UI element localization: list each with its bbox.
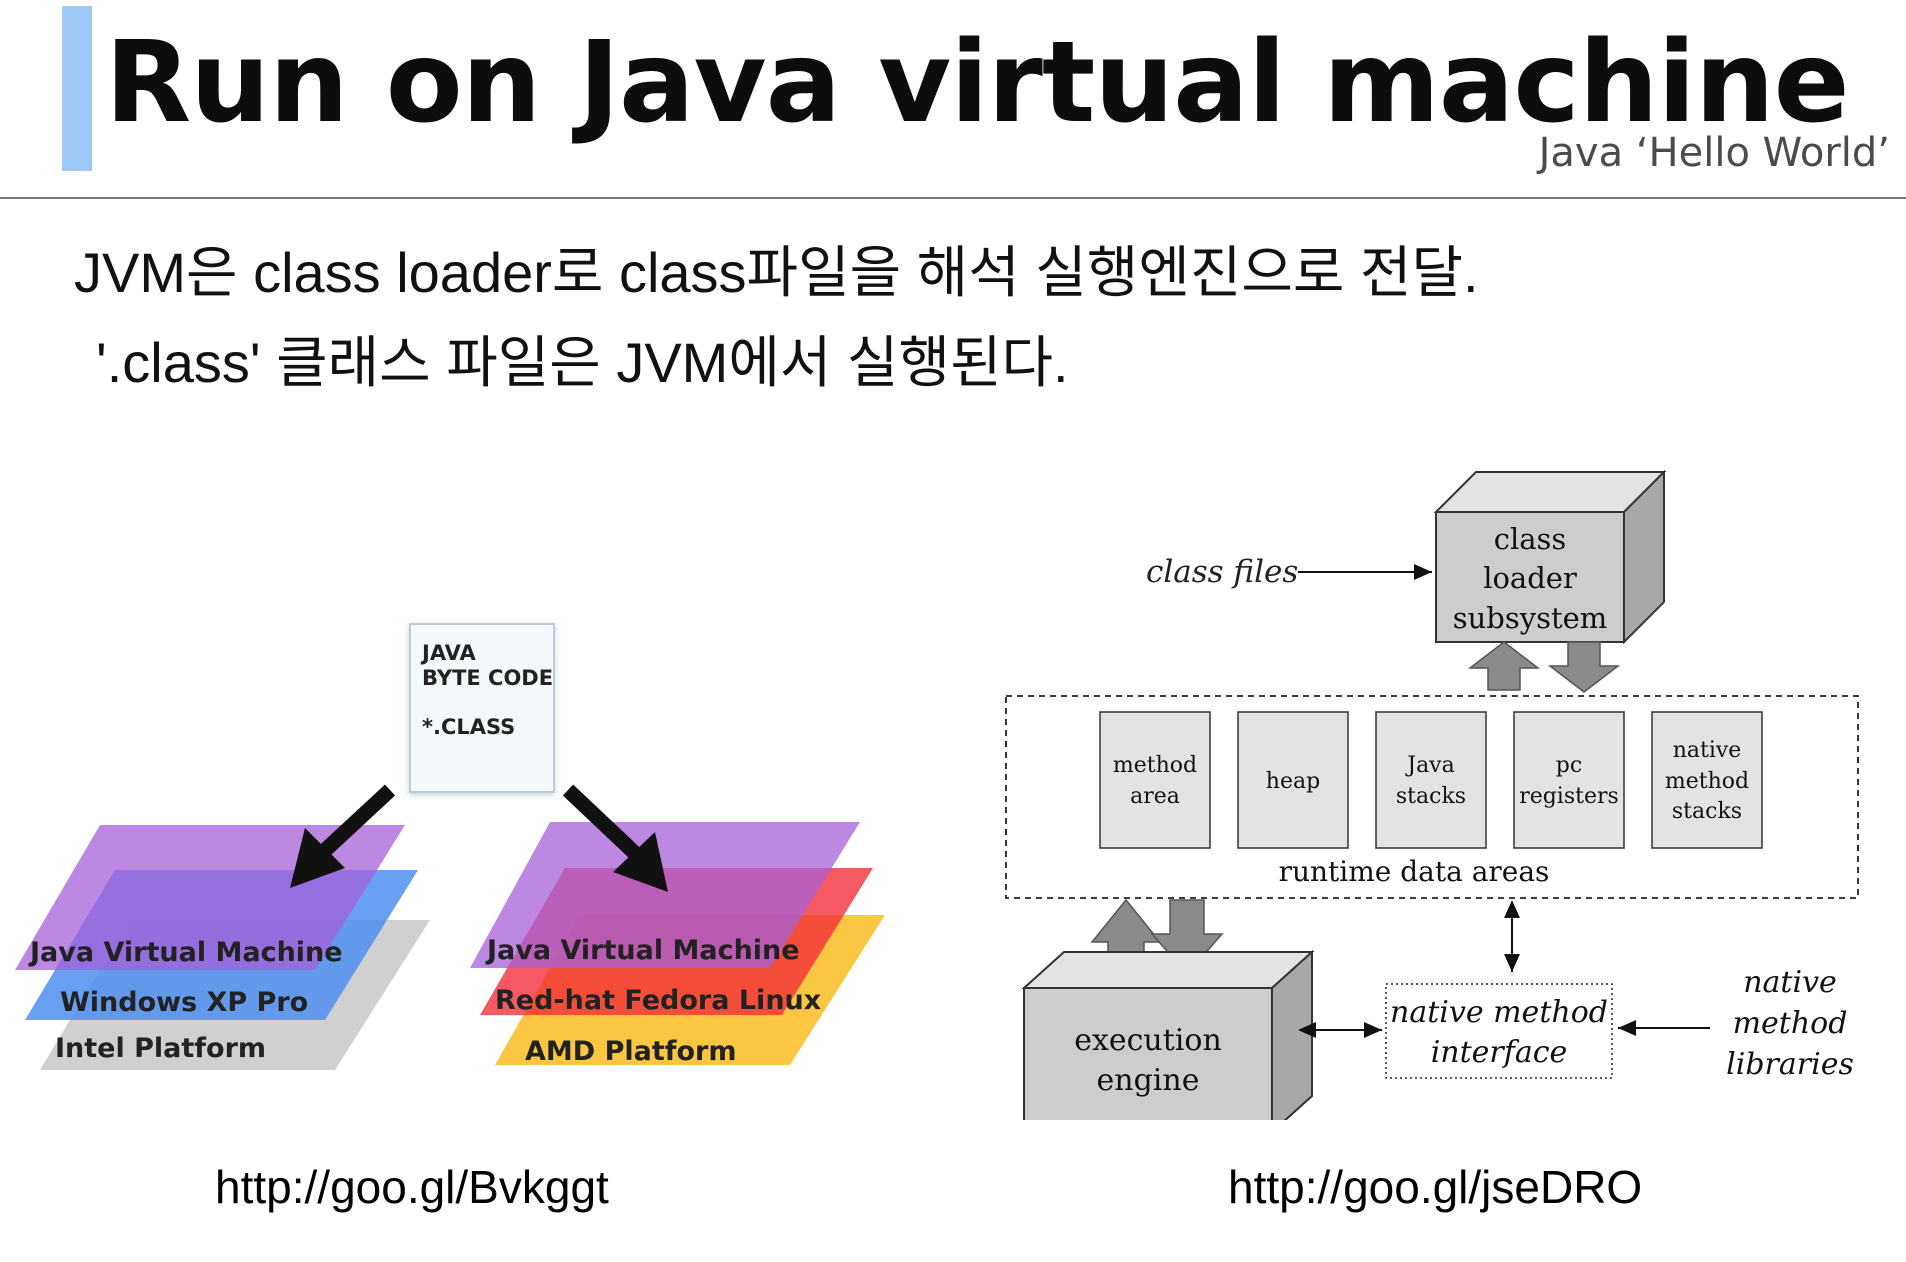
- method-area-label-2: area: [1130, 784, 1180, 809]
- bytecode-label-2: BYTE CODE: [422, 666, 553, 690]
- runtime-data-areas-label: runtime data areas: [1279, 855, 1550, 888]
- method-area-box: [1099, 711, 1211, 849]
- class-loader-box: [1433, 469, 1667, 645]
- jvm-layer-right: [470, 822, 860, 968]
- native-interface-label-1: native method: [1390, 995, 1608, 1030]
- class-loader-label-1: class: [1494, 522, 1567, 556]
- pc-registers-label-2: registers: [1519, 784, 1619, 809]
- execution-engine-label-2: engine: [1097, 1063, 1200, 1098]
- slide-title: Run on Java virtual machine: [105, 18, 1850, 148]
- native-libraries-label-1: native: [1743, 965, 1837, 1000]
- title-accent-bar: [62, 6, 92, 171]
- left-stack-label-2: Windows XP Pro: [60, 987, 308, 1018]
- bytecode-label-1: JAVA: [420, 641, 476, 665]
- pc-registers-label-1: pc: [1556, 753, 1582, 778]
- java-stacks-label-2: stacks: [1396, 784, 1466, 809]
- right-stack-label-3: AMD Platform: [525, 1036, 737, 1067]
- header-divider: [0, 197, 1906, 199]
- native-stacks-label-1: native: [1673, 738, 1742, 763]
- right-stack-label-1: Java Virtual Machine: [485, 935, 800, 966]
- java-stacks-label-1: Java: [1405, 753, 1454, 778]
- method-area-label-1: method: [1113, 753, 1197, 778]
- left-stack-label-3: Intel Platform: [55, 1033, 266, 1064]
- bytecode-label-3: *.CLASS: [422, 715, 515, 739]
- jvm-platform-diagram: Java Virtual Machine Windows XP Pro Inte…: [15, 623, 885, 1070]
- arrow-left: [290, 784, 396, 888]
- body-line-1: JVM은 class loader로 class파일을 해석 실행엔진으로 전달…: [74, 241, 1479, 304]
- heap-label: heap: [1266, 769, 1320, 794]
- native-method-stacks-box: [1651, 711, 1763, 849]
- left-source-link[interactable]: http://goo.gl/Bvkggt: [215, 1161, 609, 1213]
- jvm-architecture-diagram: class files class loader subsystem metho…: [1005, 469, 1859, 1120]
- bytecode-card: [409, 623, 555, 793]
- loader-down-arrow: [1547, 641, 1621, 693]
- native-stacks-label-3: stacks: [1672, 799, 1742, 824]
- execution-engine-box: [1021, 949, 1315, 1120]
- class-files-label: class files: [1146, 554, 1298, 590]
- execution-engine-label-1: execution: [1074, 1023, 1222, 1058]
- heap-box: [1237, 711, 1349, 849]
- body-line-2: '.class' 클래스 파일은 JVM에서 실행된다.: [96, 331, 1069, 394]
- loader-up-arrow: [1467, 641, 1541, 691]
- native-stacks-label-2: method: [1665, 769, 1749, 794]
- native-libraries-label-3: libraries: [1726, 1047, 1854, 1082]
- runtime-data-areas-frame: [1005, 695, 1859, 899]
- left-stack-label-1: Java Virtual Machine: [28, 937, 343, 968]
- native-libraries-label-2: method: [1733, 1006, 1848, 1041]
- java-stacks-box: [1375, 711, 1487, 849]
- native-interface-label-2: interface: [1431, 1035, 1568, 1070]
- slide-subtitle: Java ‘Hello World’: [1538, 130, 1890, 176]
- class-loader-label-3: subsystem: [1453, 601, 1608, 635]
- arrow-right: [562, 784, 668, 892]
- pc-registers-box: [1513, 711, 1625, 849]
- right-source-link[interactable]: http://goo.gl/jseDRO: [1228, 1161, 1643, 1213]
- right-stack-label-2: Red-hat Fedora Linux: [495, 985, 821, 1016]
- class-loader-label-2: loader: [1483, 561, 1577, 595]
